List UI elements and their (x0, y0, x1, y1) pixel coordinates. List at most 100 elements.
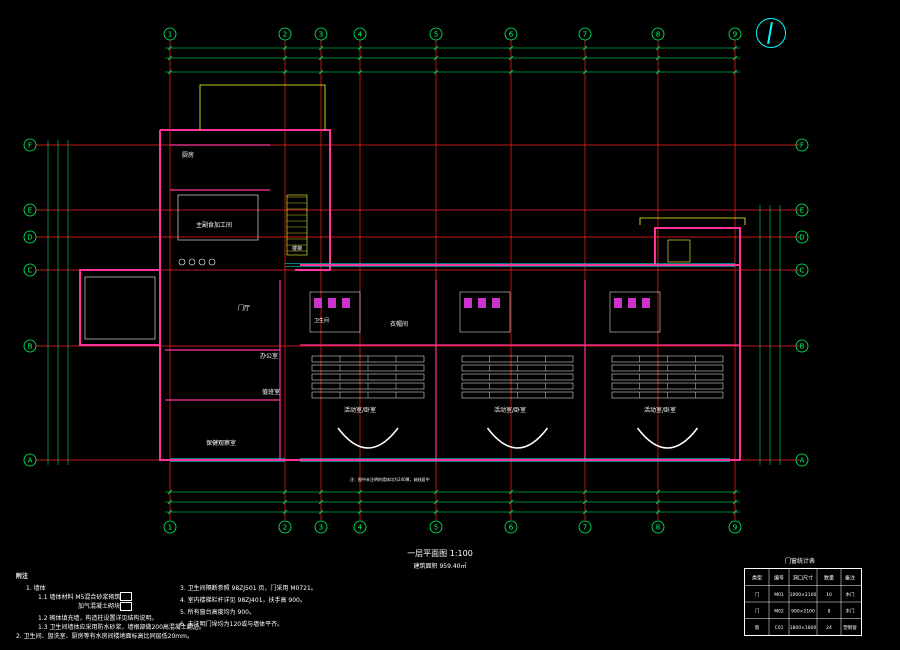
svg-text:A: A (800, 457, 805, 465)
stove-burner-3 (208, 258, 216, 266)
note-right-1: 3. 卫生间隔断参照 98ZJ501 页，门采用 M0721。 (180, 585, 317, 592)
west-annex-room (84, 276, 156, 340)
svg-text:8: 8 (656, 31, 660, 39)
table-cell: 木门 (846, 607, 855, 614)
legend-symbol-masonry (120, 592, 132, 601)
canopy-outline (199, 84, 326, 130)
table-cell: 1800×1800 (790, 625, 817, 631)
wall-east-annex (654, 227, 741, 265)
seating-arc-0 (337, 427, 399, 449)
axis-bubble-row-A-left: A (23, 453, 37, 467)
axis-bubble-col-6-top: 6 (504, 27, 518, 41)
east-stair-outline (667, 239, 691, 263)
axis-bubble-row-B-left: B (23, 339, 37, 353)
room-label-main-cooking: 主副食加工间 (196, 221, 232, 229)
note-right-4: 6. 未注明门垛均为120或与墙体平齐。 (180, 621, 284, 628)
room-label-canteen: 厨房 (182, 151, 194, 159)
svg-text:5: 5 (434, 31, 438, 39)
wall-west-annex (79, 269, 160, 346)
table-cell: 木门 (846, 591, 855, 598)
toilet-fixture-2-0 (614, 298, 622, 308)
table-cell: 24 (826, 625, 832, 631)
stove-burner-1 (188, 258, 196, 266)
table-cell: M01 (774, 592, 784, 598)
svg-text:C: C (800, 267, 805, 275)
axis-bubble-row-C-left: C (23, 263, 37, 277)
toilet-fixture-0-1 (328, 298, 336, 308)
svg-text:D: D (27, 234, 32, 242)
axis-bubble-row-E-left: E (23, 203, 37, 217)
toilet-fixture-2-2 (642, 298, 650, 308)
note-left-1: 1. 墙体 (26, 585, 46, 592)
wall-outer (159, 130, 741, 461)
axis-bubble-col-1-top: 1 (163, 27, 177, 41)
axis-bubble-row-B-right: B (795, 339, 809, 353)
toilet-fixture-0-0 (314, 298, 322, 308)
axis-bubble-row-D-right: D (795, 230, 809, 244)
room-label-duty: 值班室 (262, 388, 280, 396)
room-label-toilet: 卫生间 (314, 317, 329, 324)
axis-bubble-row-C-right: C (795, 263, 809, 277)
svg-text:7: 7 (583, 524, 587, 532)
axis-bubble-col-2-bottom: 2 (278, 520, 292, 534)
svg-text:C: C (28, 267, 33, 275)
stove-burner-2 (198, 258, 206, 266)
door-window-table-title: 门窗统计表 (784, 558, 815, 565)
axis-bubble-col-6-bottom: 6 (504, 520, 518, 534)
svg-text:8: 8 (656, 524, 660, 532)
note-left-3: 加气混凝土砌块 (78, 603, 121, 610)
svg-text:6: 6 (509, 31, 514, 39)
svg-text:4: 4 (358, 524, 363, 532)
table-cell: 门 (755, 591, 760, 598)
toilet-block-1 (459, 291, 511, 333)
note-left-4: 1.2 砌体填充墙，构造柱设置详见结构说明。 (38, 615, 158, 622)
svg-text:2: 2 (283, 31, 287, 39)
table-cell: M02 (774, 608, 784, 614)
legend-symbol-block (120, 602, 132, 611)
axis-bubble-row-F-right: F (795, 138, 809, 152)
note-right-2: 4. 室内楼梯栏杆详见 98ZJ401，扶手高 900。 (180, 597, 306, 604)
room-label-lobby: 门厅 (238, 304, 250, 312)
toilet-fixture-0-2 (342, 298, 350, 308)
table-header-cell: 洞口尺寸 (793, 574, 813, 581)
toilet-fixture-1-1 (478, 298, 486, 308)
svg-text:B: B (28, 343, 33, 351)
axis-bubble-col-9-top: 9 (728, 27, 742, 41)
note-left-6: 2. 卫生间、盥洗室、厨房等有水房间楼地面标高比同层低20mm。 (16, 633, 193, 640)
table-header-cell: 编号 (774, 574, 784, 581)
axis-bubble-col-3-bottom: 3 (314, 520, 328, 534)
axis-bubble-col-8-top: 8 (651, 27, 665, 41)
axis-bubble-row-F-left: F (23, 138, 37, 152)
svg-text:5: 5 (434, 524, 438, 532)
room-label-office: 办公室 (260, 352, 278, 360)
axis-bubble-col-2-top: 2 (278, 27, 292, 41)
table-cell: 门 (755, 607, 760, 614)
axis-bubble-col-7-top: 7 (578, 27, 592, 41)
stove-burner-0 (178, 258, 186, 266)
svg-text:E: E (800, 207, 804, 215)
room-label-activity-3: 活动室/卧室 (644, 406, 676, 414)
room-label-activity-2: 活动室/卧室 (494, 406, 526, 414)
svg-text:A: A (28, 457, 33, 465)
svg-text:9: 9 (733, 524, 737, 532)
svg-text:9: 9 (733, 31, 737, 39)
room-label-storage: 衣帽间 (390, 320, 408, 328)
dimension-note-bottom: 注：图中未注明的墙体均为240厚，轴线居中 (350, 476, 430, 482)
table-cell: 1000×2100 (790, 592, 817, 598)
axis-bubble-col-7-bottom: 7 (578, 520, 592, 534)
svg-text:1: 1 (168, 524, 172, 532)
svg-text:7: 7 (583, 31, 587, 39)
wall-north-wing (160, 129, 331, 271)
axis-bubble-col-4-top: 4 (353, 27, 367, 41)
svg-text:D: D (799, 234, 804, 242)
note-right-3: 5. 所有窗台高度均为 900。 (180, 609, 255, 616)
stair-outline (286, 194, 308, 256)
axis-bubble-row-D-left: D (23, 230, 37, 244)
svg-text:B: B (800, 343, 805, 351)
table-cell: 塑钢窗 (843, 624, 857, 631)
table-cell: 8 (828, 608, 831, 614)
table-header-cell: 数量 (824, 574, 834, 581)
axis-bubble-col-4-bottom: 4 (353, 520, 367, 534)
svg-text:6: 6 (509, 524, 514, 532)
